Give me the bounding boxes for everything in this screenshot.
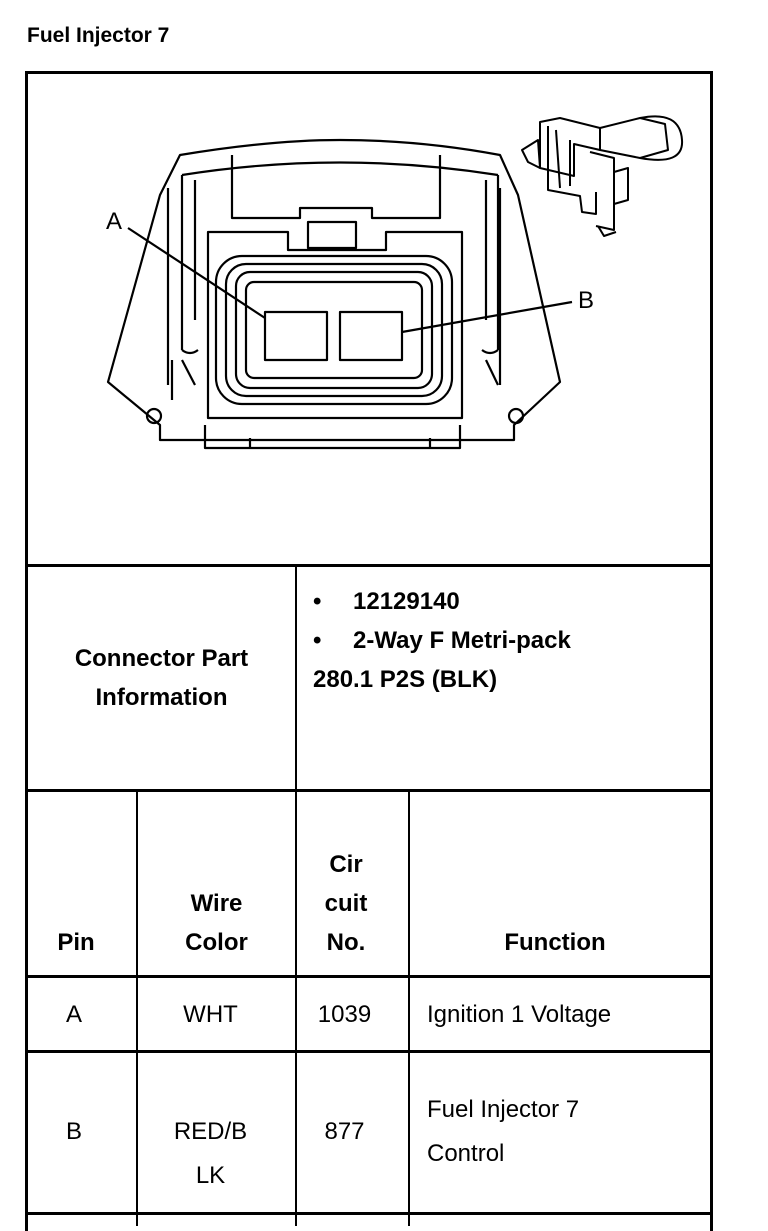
header-circuit-line1: Cir xyxy=(329,851,363,878)
rule-header-bottom xyxy=(25,975,713,978)
callout-a: A xyxy=(106,208,122,235)
part-number: 12129140 xyxy=(353,588,460,615)
rule-pin-divider xyxy=(136,791,138,1226)
cavity-a xyxy=(263,310,329,362)
page-title: Fuel Injector 7 xyxy=(27,24,170,47)
connector-housing xyxy=(106,138,562,442)
connector-info-label: Connector Part Information xyxy=(28,567,295,789)
row-b-function-line2: Control xyxy=(427,1140,505,1167)
row-b-pin: B xyxy=(65,1118,82,1145)
callout-b: B xyxy=(578,287,594,314)
row-a-pin: A xyxy=(65,1001,82,1028)
header-circuit-line3: No. xyxy=(326,929,366,956)
connector-table-frame xyxy=(25,71,713,1231)
latch xyxy=(230,155,442,220)
header-circuit-line2: cuit xyxy=(324,890,368,917)
leader-a xyxy=(127,227,266,319)
row-b-function-line1: Fuel Injector 7 xyxy=(427,1096,580,1123)
header-function: Function xyxy=(504,929,606,956)
rule-row-b-bottom xyxy=(25,1212,713,1215)
header-circuit: Cir cuit No. xyxy=(297,845,395,962)
rule-info-bottom xyxy=(25,789,713,792)
header-wire-color: Wire Color xyxy=(138,884,295,962)
header-wire-color-line2: Color xyxy=(185,929,248,956)
rule-info-divider xyxy=(295,566,297,1226)
rule-circuit-divider xyxy=(408,791,410,1226)
cavity-b xyxy=(338,310,404,362)
connector-description-line1: 2-Way F Metri-pack xyxy=(353,627,571,654)
row-a-function: Ignition 1 Voltage xyxy=(427,1001,612,1028)
bullet-icon: • xyxy=(313,588,322,615)
connector-info-details: • 12129140 • 2-Way F Metri-pack 280.1 P2S … xyxy=(313,582,571,699)
connector-info-label-line2: Information xyxy=(95,684,228,711)
row-b-wire-color-line1: RED/B xyxy=(173,1118,248,1145)
connector-info-label-line1: Connector Part xyxy=(74,645,249,672)
row-b-function: Fuel Injector 7 Control xyxy=(427,1088,707,1176)
bullet-icon: • xyxy=(313,627,322,654)
row-b-circuit: 877 xyxy=(324,1118,365,1145)
seal-ring-outer xyxy=(214,254,454,406)
row-b-wire-color: RED/B LK xyxy=(138,1110,283,1198)
connector-perspective-icon xyxy=(521,115,684,237)
connector-base xyxy=(203,425,462,450)
row-a-circuit: 1039 xyxy=(317,1001,372,1028)
header-wire-color-line1: Wire xyxy=(190,890,243,917)
connector-description-line2: 280.1 P2S (BLK) xyxy=(313,666,498,693)
rule-row-a-bottom xyxy=(25,1050,713,1053)
connector-diagram: A B xyxy=(106,115,684,450)
leader-b xyxy=(401,300,573,334)
rule-diagram-bottom xyxy=(25,564,713,567)
header-pin: Pin xyxy=(57,929,95,956)
row-a-wire-color: WHT xyxy=(183,1001,238,1028)
row-b-wire-color-line2: LK xyxy=(195,1162,226,1189)
